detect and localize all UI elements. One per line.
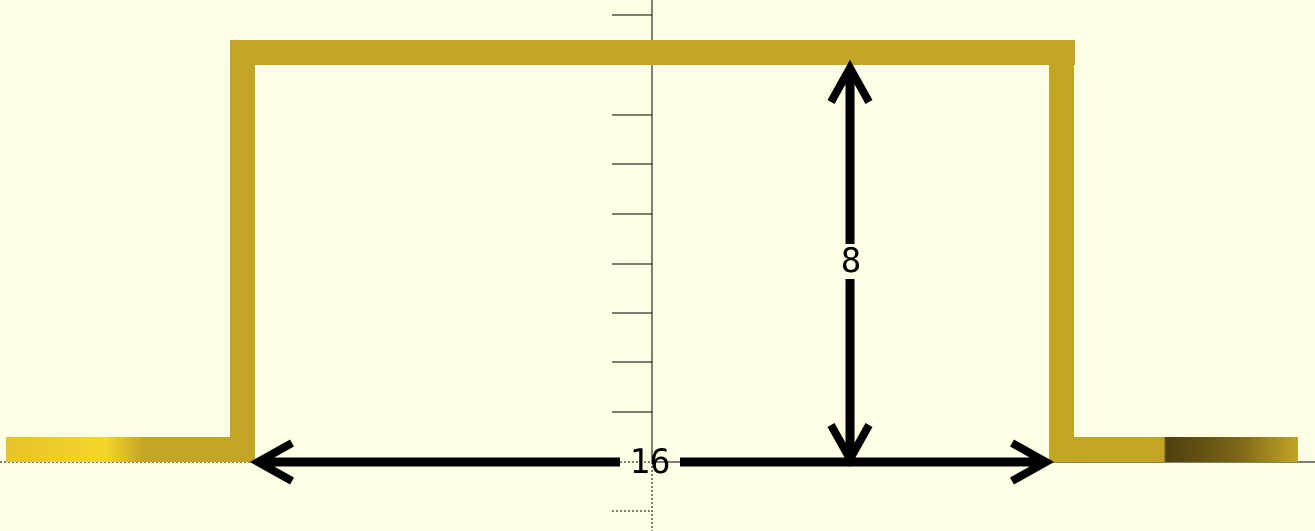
height-arrowhead-bottom [827, 423, 873, 468]
left-wall [230, 40, 255, 462]
right-wall [1049, 40, 1074, 462]
top-wall [230, 40, 1075, 65]
left-flange [6, 437, 254, 462]
hat-profile [6, 40, 1298, 462]
height-dimension: 8 [827, 59, 873, 468]
right-flange [1049, 437, 1298, 462]
height-dimension-label: 8 [841, 241, 861, 281]
width-dimension: 16 [249, 439, 1055, 485]
width-arrowhead-right [1010, 439, 1055, 485]
height-arrowhead-top [827, 59, 873, 104]
width-arrowhead-left [249, 439, 294, 485]
width-dimension-label: 16 [630, 442, 671, 482]
y-axis-ticks [612, 14, 652, 512]
